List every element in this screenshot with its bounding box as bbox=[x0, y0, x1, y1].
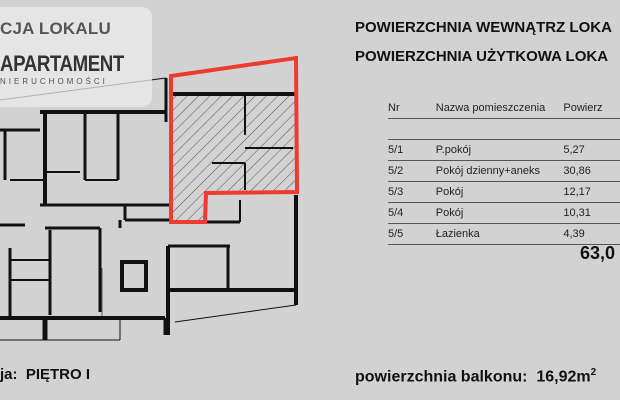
section-title: CJA LOKALU bbox=[0, 19, 111, 38]
logo-text: APARTAMENT bbox=[0, 51, 124, 76]
inner-area-heading: POWIERZCHNIA WEWNĄTRZ LOKA bbox=[355, 19, 612, 36]
logo-panel bbox=[0, 7, 152, 107]
selected-apartment-hatch bbox=[172, 92, 296, 222]
col-area: Powierz bbox=[563, 98, 620, 119]
selected-apartment-outline[interactable] bbox=[169, 55, 300, 224]
logo-subtext: NIERUCHOMOŚCI bbox=[0, 77, 108, 86]
col-name: Nazwa pomieszczenia bbox=[435, 98, 564, 119]
total-area: 63,0 bbox=[580, 243, 616, 263]
floor-label: ja: PIĘTRO I bbox=[0, 366, 91, 383]
col-nr: Nr bbox=[388, 98, 436, 119]
balcony-area: powierzchnia balkonu: 16,92m2 bbox=[355, 367, 597, 386]
usable-area-heading: POWIERZCHNIA UŻYTKOWA LOKA bbox=[355, 48, 609, 65]
table-header: Nr Nazwa pomieszczenia Powierz bbox=[388, 98, 620, 119]
walls bbox=[0, 77, 298, 341]
